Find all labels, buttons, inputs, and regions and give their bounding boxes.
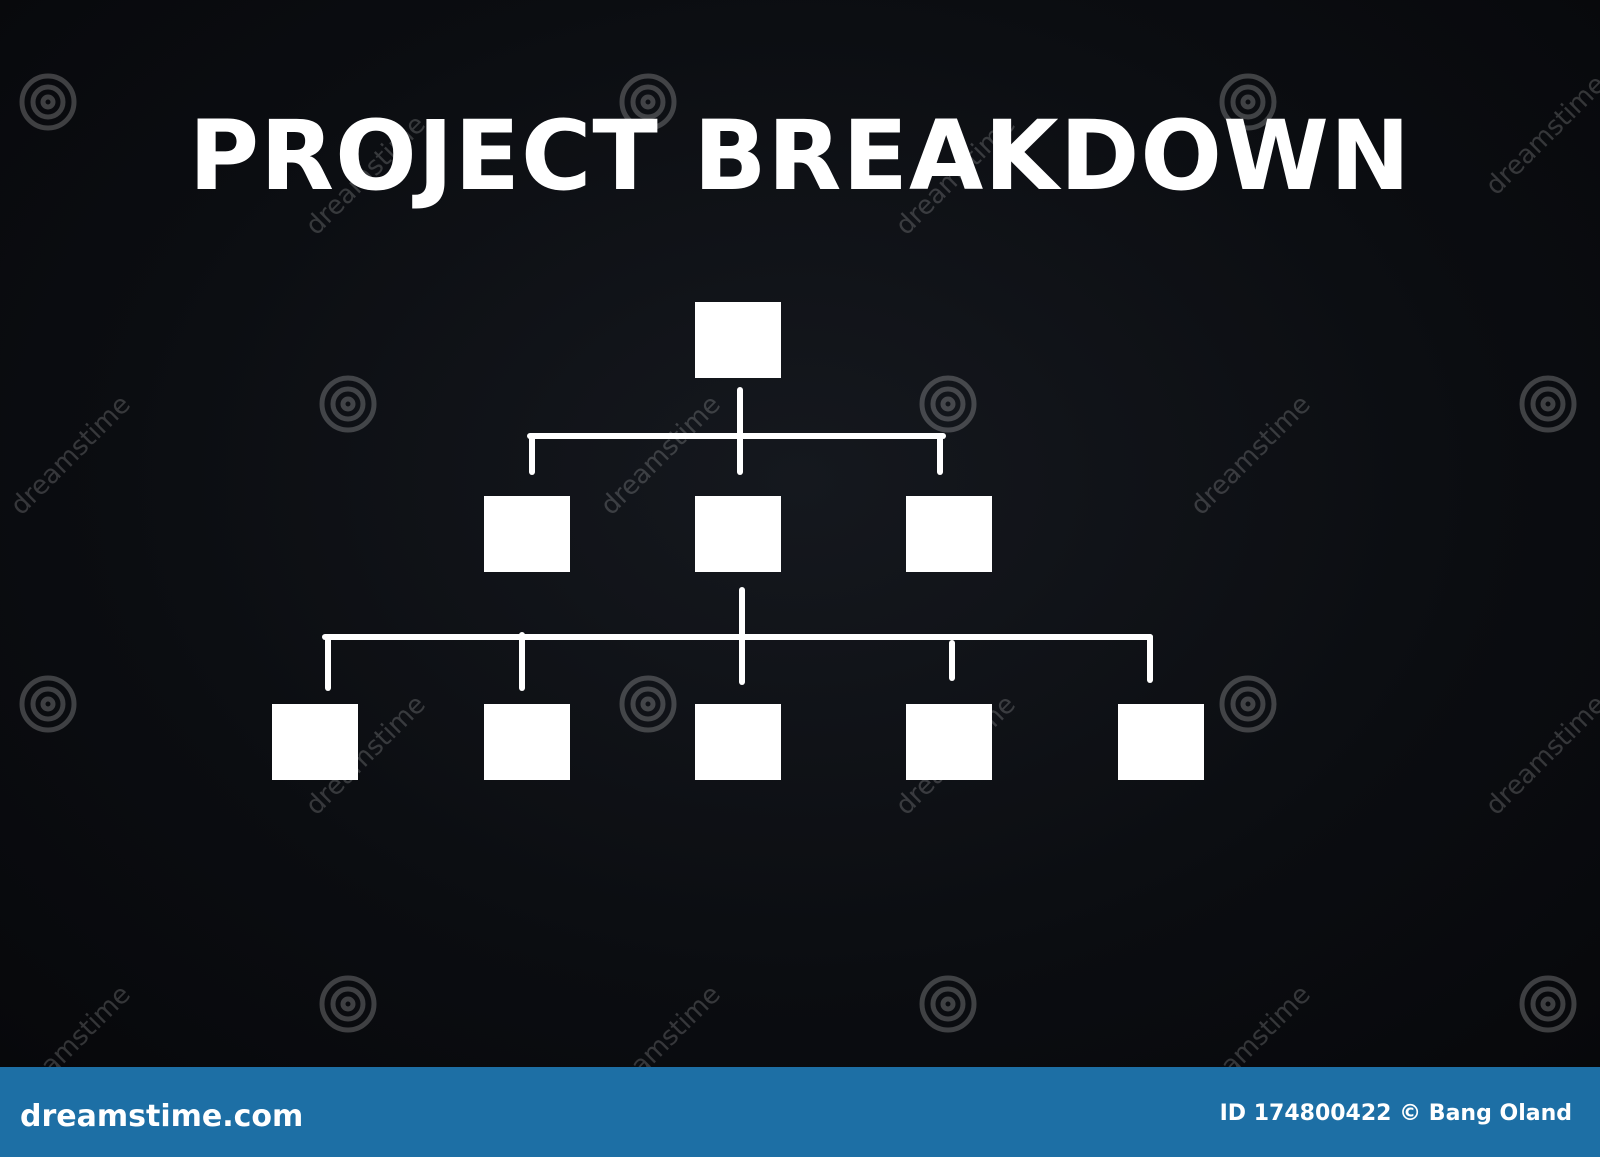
- footer-credit: ID 174800422 © Bang Oland: [1219, 1101, 1572, 1126]
- hierarchy-diagram: [272, 302, 1204, 780]
- node-level2-1: [484, 496, 570, 572]
- node-level3-5: [1118, 704, 1204, 780]
- node-level2-2: [695, 496, 781, 572]
- node-level3-1: [272, 704, 358, 780]
- node-level3-3: [695, 704, 781, 780]
- node-level3-4: [906, 704, 992, 780]
- footer-bar: dreamstime.com ID 174800422 © Bang Oland: [0, 1067, 1600, 1157]
- connector-lines: [322, 387, 1153, 691]
- node-level2-3: [906, 496, 992, 572]
- page-title: PROJECT BREAKDOWN: [188, 100, 1412, 212]
- chalkboard-background: [0, 0, 1600, 1067]
- node-level3-2: [484, 704, 570, 780]
- footer-brand[interactable]: dreamstime.com: [20, 1099, 304, 1134]
- node-root: [695, 302, 781, 378]
- diagram-nodes: [272, 302, 1204, 780]
